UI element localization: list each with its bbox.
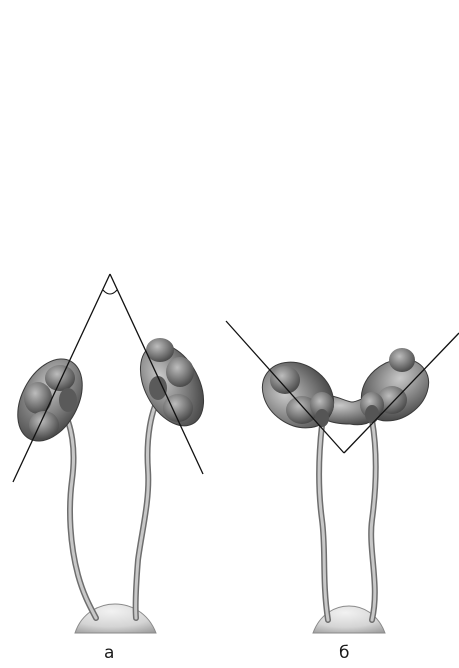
right-kidney-a xyxy=(128,333,217,436)
left-ureter-a xyxy=(62,408,96,618)
panel-b xyxy=(226,321,459,633)
panel-a xyxy=(5,274,217,633)
left-axis-line-a xyxy=(13,274,110,482)
panel-label-a: а xyxy=(104,645,114,662)
panel-label-b: б xyxy=(339,645,349,662)
horseshoe-kidney-b xyxy=(250,346,441,441)
angle-arc-a xyxy=(103,290,117,294)
bladder-a xyxy=(75,604,156,633)
left-kidney-a xyxy=(5,348,96,452)
